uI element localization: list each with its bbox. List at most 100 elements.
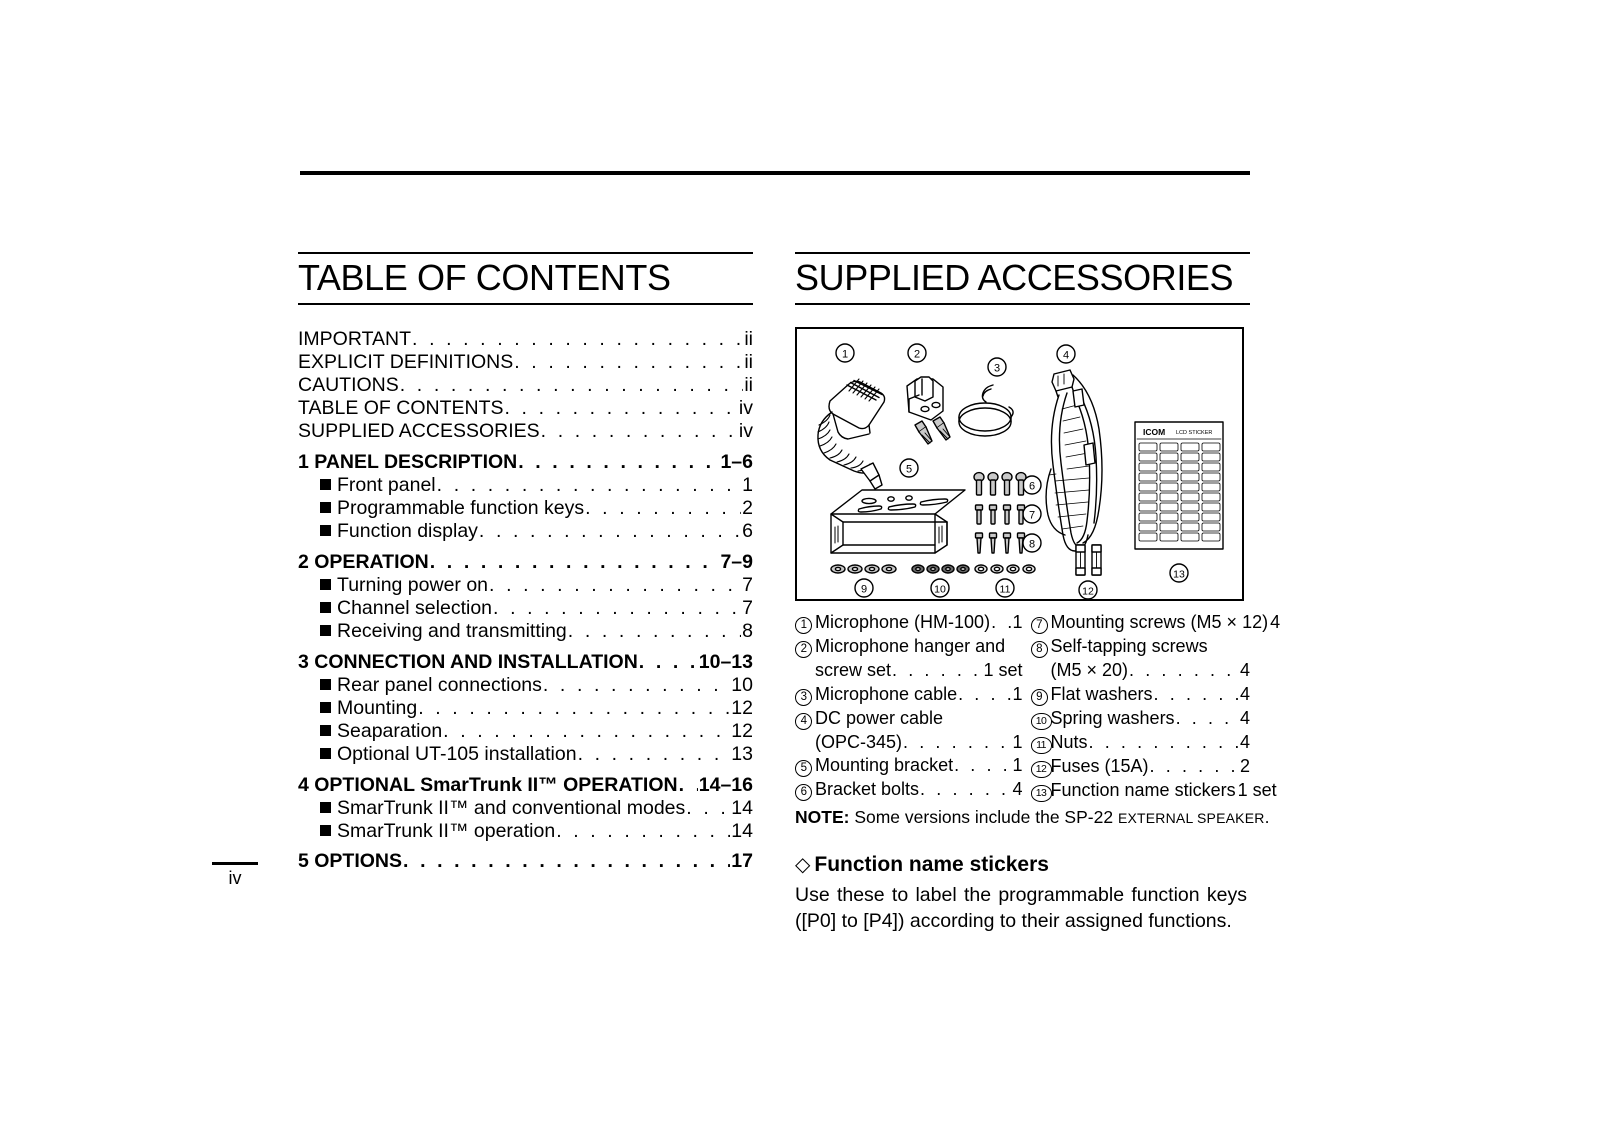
toc-entry-page: 14 (731, 796, 753, 819)
toc-entry[interactable]: Function display. . . . . . . . . . . . … (298, 520, 753, 543)
toc-entry[interactable]: 4 OPTIONAL SmarTrunk II™ OPERATION. . . … (298, 774, 753, 797)
accessory-item-name: DC power cable (815, 707, 944, 728)
toc-leader-dots: . . . . . . . . . . . . . . . . . . . . … (504, 397, 738, 420)
toc-entry-label: SUPPLIED ACCESSORIES (298, 420, 540, 443)
toc-entry-page: 10 (731, 673, 753, 696)
toc-leader-dots: . . . . . . . . . . . . . . . . . . . . … (518, 450, 719, 473)
toc-entry[interactable]: TABLE OF CONTENTS. . . . . . . . . . . .… (298, 397, 753, 420)
note-label: NOTE: (795, 806, 850, 827)
accessory-item-name: Microphone (HM-100) (815, 612, 991, 632)
accessory-callout-number: 5 (795, 755, 815, 778)
toc-heading-block: TABLE OF CONTENTS (298, 252, 753, 305)
toc-entry[interactable]: SmarTrunk II™ and conventional modes. . … (298, 797, 753, 820)
bullet-square-icon (320, 479, 331, 491)
toc-entry[interactable]: Programmable function keys. . . . . . . … (298, 497, 753, 520)
toc-entry-page: iv (738, 420, 753, 443)
svg-text:12: 12 (1082, 586, 1094, 598)
function-name-stickers-section: ◇Function name stickers Use these to lab… (795, 852, 1250, 934)
toc-entry-page: 7 (742, 573, 753, 596)
toc-entry[interactable]: 3 CONNECTION AND INSTALLATION. . . . . .… (298, 651, 753, 674)
toc-entry-page: 17 (731, 850, 753, 873)
accessory-leader-dots: . . . . . . . . . . . . . . . . . . . . … (958, 683, 1011, 704)
accessory-callout-number: 13 (1030, 780, 1052, 803)
subsection-title: Function name stickers (814, 852, 1049, 876)
page-title: TABLE OF CONTENTS (298, 257, 671, 298)
accessory-item-name: Spring washers (1050, 707, 1175, 728)
toc-leader-dots: . . . . . . . . . . . . . . . . . . . . … (399, 374, 744, 397)
accessory-callout-number: 3 (795, 684, 815, 707)
toc-entry[interactable]: Mounting. . . . . . . . . . . . . . . . … (298, 697, 753, 720)
toc-entry-label: Channel selection (320, 597, 492, 620)
toc-entry[interactable]: CAUTIONS. . . . . . . . . . . . . . . . … (298, 374, 753, 397)
accessory-leader-dots: . . . . . . . . . . . . . . . . . . . . … (1129, 660, 1239, 681)
toc-entry-page: 7 (742, 597, 753, 620)
callout-4-dc-power-cable: 4 (1045, 344, 1103, 552)
toc-entry[interactable]: 5 OPTIONS. . . . . . . . . . . . . . . .… (298, 850, 753, 873)
toc-entry[interactable]: Seaparation. . . . . . . . . . . . . . .… (298, 720, 753, 743)
accessory-leader-dots: . . . . . . . . . . . . . . . . . . . . … (991, 612, 1011, 632)
accessory-quantity: 1 (1012, 683, 1023, 704)
callout-6-bracket-bolts: 6 (973, 471, 1042, 496)
svg-text:6: 6 (1029, 481, 1035, 493)
accessory-item-name: Microphone hanger and (815, 636, 1006, 657)
accessories-title: SUPPLIED ACCESSORIES (795, 257, 1234, 298)
toc-entry[interactable]: Optional UT-105 installation. . . . . . … (298, 743, 753, 766)
toc-entry-page: 7–9 (720, 550, 753, 573)
accessory-quantity: 4 (1239, 707, 1250, 728)
svg-text:3: 3 (994, 363, 1000, 375)
toc-entry[interactable]: 1 PANEL DESCRIPTION. . . . . . . . . . .… (298, 451, 753, 474)
accessory-item-name: Mounting screws (M5 × 12) (1050, 612, 1269, 632)
toc-leader-dots: . . . . . . . . . . . . . . . . . . . . … (577, 743, 731, 766)
accessory-quantity: 4 (1239, 732, 1250, 753)
toc-entry[interactable]: Receiving and transmitting. . . . . . . … (298, 620, 753, 643)
accessory-leader-dots: . . . . . . . . . . . . . . . . . . . . … (1088, 732, 1239, 753)
accessory-item: (M5 × 20). . . . . . . . . . . . . . . .… (1031, 659, 1251, 682)
accessory-leader-dots: . . . . . . . . . . . . . . . . . . . . … (1153, 683, 1239, 704)
accessory-item-name: Flat washers (1050, 683, 1153, 704)
toc-entry-page: 13 (731, 743, 753, 766)
toc-entry[interactable]: EXPLICIT DEFINITIONS. . . . . . . . . . … (298, 351, 753, 374)
accessories-note: NOTE: Some versions include the SP-22 EX… (795, 806, 1269, 830)
toc-entry-page: 1–6 (720, 450, 753, 473)
accessory-quantity: 4 (1270, 612, 1281, 632)
accessory-item-name: Fuses (15A) (1050, 756, 1149, 777)
toc-entry[interactable]: Turning power on. . . . . . . . . . . . … (298, 574, 753, 597)
toc-entry-page: 14–16 (698, 773, 753, 796)
callout-11-nuts: 11 (974, 564, 1036, 598)
toc-entry-label: Programmable function keys (320, 497, 584, 520)
callout-9-flat-washers: 9 (830, 564, 897, 598)
callout-2-hanger: 2 (906, 343, 951, 445)
toc-entry[interactable]: Channel selection. . . . . . . . . . . .… (298, 597, 753, 620)
toc-entry[interactable]: 2 OPERATION. . . . . . . . . . . . . . .… (298, 551, 753, 574)
page-top-rule (300, 171, 1250, 175)
toc-entry[interactable]: IMPORTANT. . . . . . . . . . . . . . . .… (298, 328, 753, 351)
toc-entry[interactable]: SmarTrunk II™ operation. . . . . . . . .… (298, 820, 753, 843)
toc-entry-page: ii (744, 351, 753, 374)
accessory-item-name: Microphone cable (815, 683, 958, 704)
accessory-callout-number: 2 (795, 636, 815, 659)
accessories-diagram-svg: 1 (817, 343, 1224, 599)
toc-leader-dots: . . . . . . . . . . . . . . . . . . . . … (403, 850, 730, 873)
toc-entry[interactable]: Rear panel connections. . . . . . . . . … (298, 674, 753, 697)
toc-entry[interactable]: SUPPLIED ACCESSORIES. . . . . . . . . . … (298, 420, 753, 443)
toc-entry-label: TABLE OF CONTENTS (298, 397, 504, 420)
toc-entry[interactable]: Front panel. . . . . . . . . . . . . . .… (298, 474, 753, 497)
accessory-leader-dots (1209, 635, 1249, 658)
toc-entry-label: 2 OPERATION (298, 550, 429, 573)
accessory-leader-dots (944, 707, 1021, 730)
callout-12-fuses: 12 (1075, 544, 1102, 599)
accessory-leader-dots: . . . . . . . . . . . . . . . . . . . . … (920, 779, 1011, 800)
toc-entry-label: Rear panel connections (320, 674, 542, 697)
bullet-square-icon (320, 701, 331, 713)
accessory-callout-number: 4 (795, 708, 815, 731)
toc-leader-dots: . . . . . . . . . . . . . . . . . . . . … (585, 497, 741, 520)
